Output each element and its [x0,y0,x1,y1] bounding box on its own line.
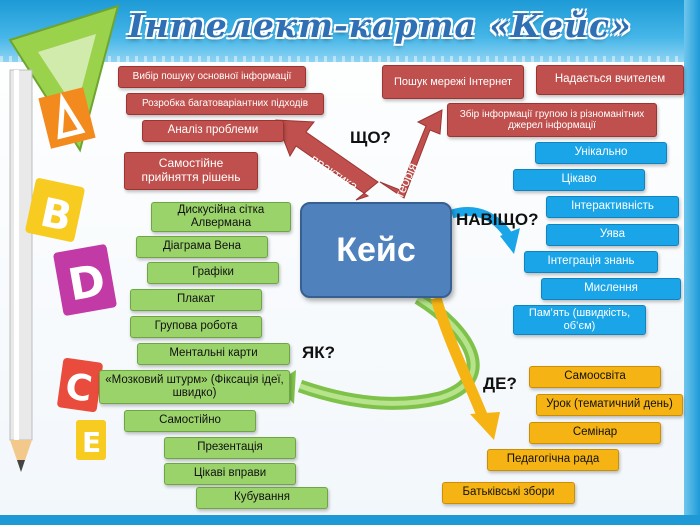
node-green-8[interactable]: Самостійно [124,410,256,432]
node-green-5[interactable]: Групова робота [130,316,262,338]
node-green-9[interactable]: Презентація [164,437,296,459]
question-how: ЯК? [302,343,335,362]
node-blue-4[interactable]: Уява [546,224,679,246]
center-node[interactable]: Кейс [300,202,452,298]
letter-b-block-icon: B [25,178,85,242]
node-red-6[interactable]: Надається вчителем [536,65,684,95]
node-red-2[interactable]: Розробка багатоваріантних підходів [126,93,324,115]
page-title: Інтелект-карта «Кейс» [128,6,632,45]
node-red-1[interactable]: Вибір пошуку основної інформації [118,66,306,88]
node-yellow-4[interactable]: Педагогічна рада [487,449,619,471]
node-yellow-2[interactable]: Урок (тематичний день) [536,394,683,416]
node-red-4[interactable]: Самостійне прийняття рішень [124,152,258,190]
node-red-3[interactable]: Аналіз проблеми [142,120,284,142]
svg-text:E: E [82,426,101,459]
node-blue-3[interactable]: Інтерактивність [546,196,679,218]
letter-a-block-icon [38,87,96,149]
node-green-7[interactable]: «Мозковий штурм» (Фіксація ідеї, швидко) [99,370,290,404]
node-blue-5[interactable]: Інтеграція знань [524,251,658,273]
svg-text:C: C [63,366,95,410]
node-blue-1[interactable]: Унікально [535,142,667,164]
node-yellow-3[interactable]: Семінар [529,422,661,444]
pencil-icon [9,69,33,472]
node-green-10[interactable]: Цікаві вправи [164,463,296,485]
node-green-6[interactable]: Ментальні карти [137,343,290,365]
node-red-5[interactable]: Пошук мережі Інтернет [382,65,524,99]
arrow-where [430,296,500,440]
node-blue-7[interactable]: Пам’ять (швидкість, об’єм) [513,305,646,335]
right-border [684,0,700,525]
node-red-7[interactable]: Збір інформації групою із різноманітних … [447,103,657,137]
question-why: НАВІЩО? [456,210,539,229]
node-blue-6[interactable]: Мислення [541,278,681,300]
arrow-why [450,207,520,254]
node-green-11[interactable]: Кубування [196,487,328,509]
node-blue-2[interactable]: Цікаво [513,169,645,191]
bottom-border [0,515,700,525]
letter-d-block-icon: D [53,244,117,316]
question-where: ДЕ? [483,374,517,393]
node-yellow-5[interactable]: Батьківські збори [442,482,575,504]
arrow-theory [379,109,443,199]
node-green-4[interactable]: Плакат [130,289,262,311]
node-green-1[interactable]: Дискусійна сітка Алвермана [151,202,291,232]
node-yellow-1[interactable]: Самоосвіта [529,366,661,388]
letter-e-block-icon: E [76,420,106,460]
node-green-2[interactable]: Діаграма Вена [136,236,268,258]
node-green-3[interactable]: Графіки [147,262,279,284]
letter-c-block-icon: C [57,357,103,413]
triangle-ruler-icon [8,4,120,153]
svg-text:D: D [64,255,109,312]
question-what: ЩО? [350,128,391,147]
